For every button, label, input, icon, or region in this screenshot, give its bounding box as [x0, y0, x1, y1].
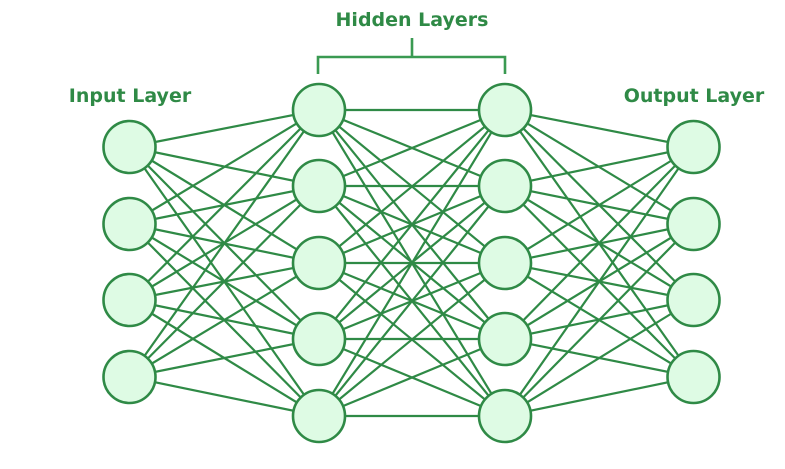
edge-hidden-2-5-to-output-2	[504, 223, 695, 417]
node-input-2	[102, 196, 157, 252]
hidden-layers-bracket	[316, 38, 507, 74]
neurons	[102, 82, 721, 444]
node-hidden-2-4	[477, 311, 533, 367]
edge-hidden-1-4-to-hidden-2-1	[318, 109, 506, 340]
edge-input-4-to-hidden-1-4	[129, 337, 320, 379]
node-hidden-2-5	[477, 388, 533, 444]
node-output-1	[666, 119, 721, 175]
node-output-4	[666, 349, 721, 405]
edge-hidden-2-3-to-output-1	[504, 146, 695, 264]
node-input-3	[102, 272, 157, 328]
edge-input-1-to-hidden-1-1	[129, 108, 320, 149]
node-hidden-1-1	[291, 82, 347, 138]
node-hidden-1-4	[291, 311, 347, 367]
connections	[128, 108, 695, 418]
hidden-layers-label: Hidden Layers	[336, 9, 489, 31]
edge-hidden-2-4-to-output-1	[504, 146, 695, 340]
edge-input-4-to-hidden-1-5	[129, 375, 320, 418]
node-output-3	[666, 272, 721, 328]
edge-hidden-1-5-to-hidden-2-3	[318, 262, 506, 417]
node-hidden-1-3	[291, 235, 347, 291]
edge-hidden-2-1-to-output-1	[504, 108, 694, 149]
node-input-4	[102, 349, 157, 405]
output-layer-label: Output Layer	[624, 85, 765, 107]
edge-input-4-to-hidden-1-1	[128, 109, 320, 378]
edge-hidden-1-2-to-hidden-2-1	[318, 108, 506, 188]
edge-input-4-to-hidden-1-3	[128, 262, 320, 378]
edge-hidden-2-5-to-output-3	[504, 299, 695, 417]
edge-input-3-to-hidden-1-1	[128, 109, 320, 301]
edge-hidden-1-5-to-hidden-2-4	[318, 337, 506, 418]
edge-hidden-2-2-to-output-1	[504, 145, 694, 188]
node-input-1	[102, 119, 157, 175]
node-hidden-2-2	[477, 158, 533, 214]
edge-input-4-to-hidden-1-2	[128, 185, 320, 378]
edge-hidden-1-5-to-hidden-2-2	[318, 185, 506, 417]
node-hidden-1-5	[291, 388, 347, 444]
input-layer-label: Input Layer	[69, 85, 192, 107]
node-hidden-1-2	[291, 158, 347, 214]
edge-input-2-to-hidden-1-1	[128, 109, 320, 225]
node-hidden-2-3	[477, 235, 533, 291]
edge-hidden-1-5-to-hidden-2-1	[318, 109, 506, 417]
edge-hidden-2-5-to-output-4	[504, 375, 694, 418]
node-hidden-2-1	[477, 82, 533, 138]
edge-hidden-1-3-to-hidden-2-1	[318, 109, 506, 264]
node-output-2	[666, 196, 721, 252]
edge-hidden-2-5-to-output-1	[504, 146, 695, 417]
